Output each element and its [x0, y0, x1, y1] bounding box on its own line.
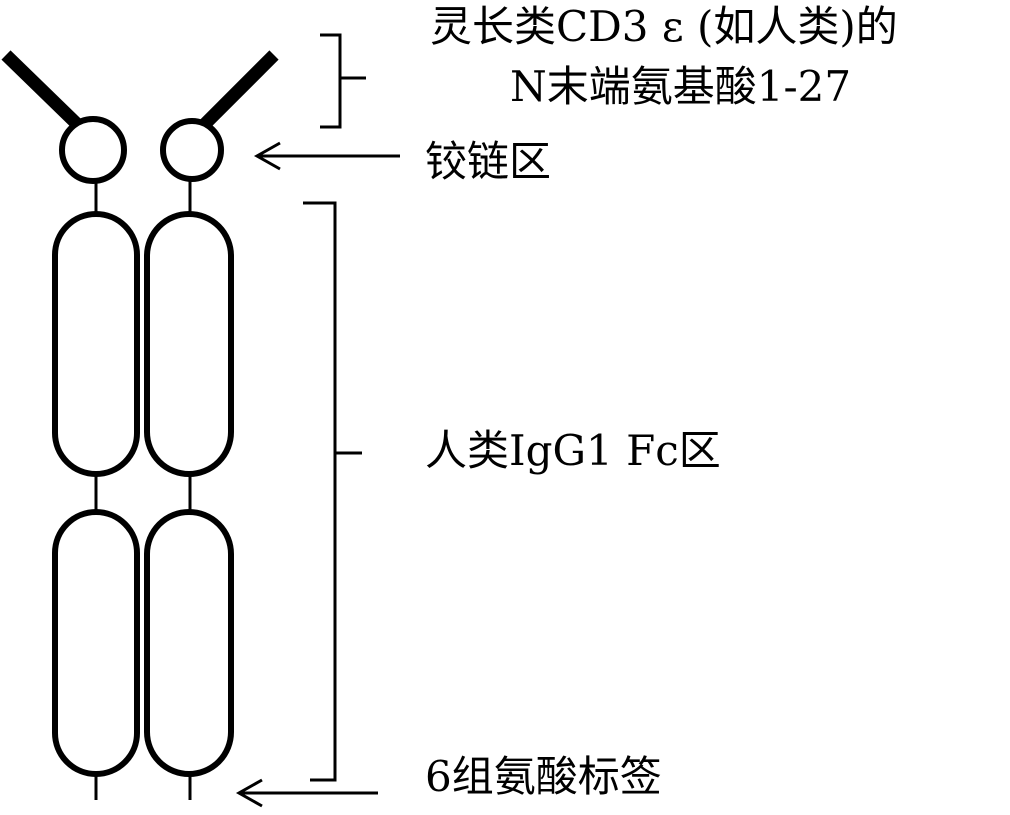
fc-region-label: 人类IgG1 Fc区 [425, 430, 721, 472]
cd3-arm-left [6, 55, 78, 125]
cd3-epsilon-label-line2: N末端氨基酸1-27 [510, 66, 851, 108]
fc-bracket [303, 203, 335, 780]
ch3-domain-left [55, 512, 137, 774]
cd3-bracket [320, 35, 340, 127]
cd3-arm-right [204, 55, 274, 125]
hinge-circle-left [62, 119, 124, 181]
ch2-domain-left [55, 214, 137, 474]
ch3-domain-right [147, 512, 231, 774]
cd3-epsilon-label-line1: 灵长类CD3 ε (如人类)的 [430, 6, 898, 48]
his-tag-label: 6组氨酸标签 [425, 756, 662, 798]
hinge-circle-right [163, 121, 221, 179]
hinge-region-label: 铰链区 [425, 141, 551, 183]
ch2-domain-right [147, 214, 231, 474]
